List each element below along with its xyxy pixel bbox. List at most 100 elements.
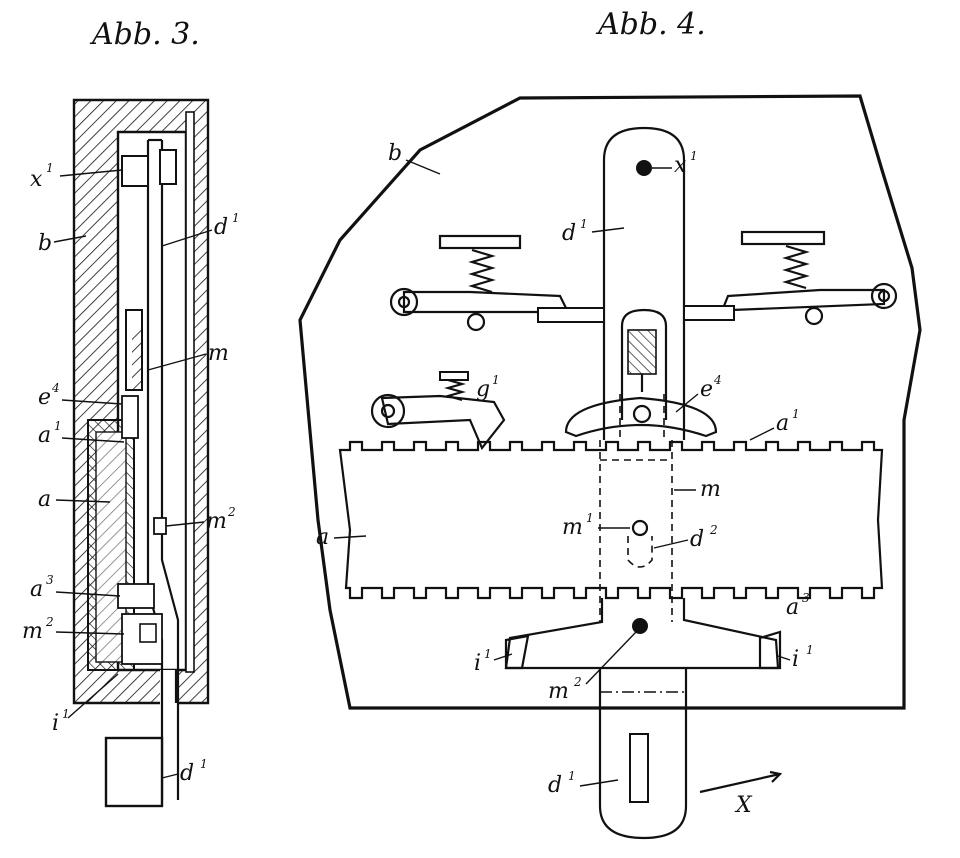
svg-text:a: a xyxy=(776,411,789,436)
figure-3-title: Abb. 3. xyxy=(89,17,200,52)
svg-text:d: d xyxy=(690,527,704,552)
arm-i1-left xyxy=(504,634,530,670)
svg-text:i: i xyxy=(792,647,799,672)
svg-text:i: i xyxy=(52,711,59,736)
svg-text:1: 1 xyxy=(568,769,576,783)
svg-text:a: a xyxy=(38,423,51,448)
handle-slot xyxy=(629,733,649,803)
housing-b-outline xyxy=(298,94,922,710)
svg-text:m: m xyxy=(206,509,227,534)
pivot-right-outer xyxy=(870,282,898,310)
svg-text:2: 2 xyxy=(573,675,582,689)
svg-text:d: d xyxy=(562,221,576,246)
svg-text:e: e xyxy=(38,385,51,410)
svg-text:m: m xyxy=(548,679,569,704)
svg-text:1: 1 xyxy=(492,373,500,387)
svg-text:a: a xyxy=(316,525,329,550)
svg-text:1: 1 xyxy=(54,419,62,433)
slide-d1-lower xyxy=(598,668,688,840)
label-m: m xyxy=(147,341,229,371)
svg-text:m: m xyxy=(22,619,43,644)
svg-text:m: m xyxy=(208,341,229,366)
slide-d1-right-edge xyxy=(160,140,180,800)
element-m-upper-hatch xyxy=(132,330,142,390)
svg-text:4: 4 xyxy=(51,381,60,395)
slot-window xyxy=(620,308,668,420)
svg-text:2: 2 xyxy=(45,615,54,629)
label-a: a xyxy=(316,525,367,550)
svg-text:b: b xyxy=(38,231,52,256)
svg-text:a: a xyxy=(30,577,43,602)
catch-left xyxy=(537,307,605,323)
svg-text:d: d xyxy=(214,215,228,240)
label-b: b xyxy=(38,231,87,256)
label-a: a xyxy=(38,487,111,512)
pawl-g1 xyxy=(380,394,506,451)
svg-text:b: b xyxy=(388,141,402,166)
svg-text:a: a xyxy=(38,487,51,512)
pivot-right-inner xyxy=(877,289,891,303)
rack-a xyxy=(338,440,884,600)
svg-text:m: m xyxy=(562,515,583,540)
figure-abb-4: Abb. 4. xyxy=(298,7,922,840)
pawl-pivot-inner xyxy=(380,403,396,419)
svg-text:2: 2 xyxy=(709,523,718,537)
spring-right xyxy=(782,244,810,290)
pin-m2-dot xyxy=(632,618,648,634)
stop-right xyxy=(804,306,824,326)
svg-text:i: i xyxy=(474,651,481,676)
label-m: m xyxy=(674,477,721,502)
svg-text:1: 1 xyxy=(62,707,70,721)
svg-text:1: 1 xyxy=(792,407,800,421)
direction-arrow-x: X xyxy=(699,770,783,818)
svg-text:X: X xyxy=(734,793,753,818)
bottom-opening xyxy=(160,670,178,706)
svg-text:m: m xyxy=(700,477,721,502)
lower-plate xyxy=(504,598,780,670)
block-m2-head xyxy=(139,623,157,643)
svg-text:1: 1 xyxy=(484,647,492,661)
catch-right xyxy=(683,305,735,321)
svg-text:1: 1 xyxy=(46,161,54,175)
lever-right xyxy=(722,288,886,312)
cam-e4 xyxy=(564,396,718,438)
cam-pin xyxy=(632,404,652,424)
pawl-spring-cap xyxy=(439,371,469,381)
svg-text:1: 1 xyxy=(232,211,240,225)
handle-box xyxy=(104,736,164,808)
pawl-pivot-outer xyxy=(370,393,406,429)
label-b: b xyxy=(388,141,441,175)
svg-text:1: 1 xyxy=(586,511,594,525)
svg-text:3: 3 xyxy=(802,591,810,605)
svg-text:3: 3 xyxy=(46,573,54,587)
pin-m1 xyxy=(631,519,649,537)
svg-text:1: 1 xyxy=(690,149,698,163)
svg-text:d: d xyxy=(180,761,194,786)
figure-4-title: Abb. 4. xyxy=(595,7,706,42)
slide-d1-upper xyxy=(602,126,686,440)
spring-left xyxy=(468,248,496,294)
svg-text:x: x xyxy=(30,167,43,192)
svg-text:d: d xyxy=(548,773,562,798)
svg-text:g: g xyxy=(476,377,490,402)
pin-x1-block xyxy=(121,155,149,187)
block-a3 xyxy=(117,583,155,609)
